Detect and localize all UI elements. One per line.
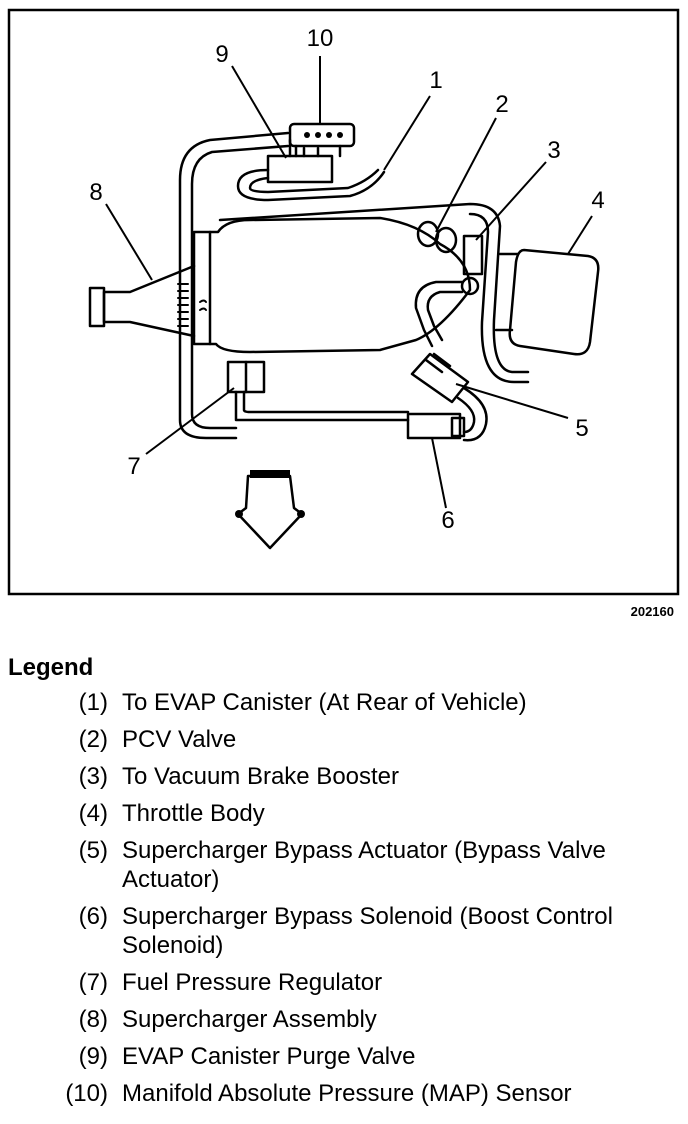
- callout-3: 3: [547, 137, 560, 164]
- legend-item-text: PCV Valve: [122, 726, 237, 753]
- callout-1: 1: [429, 67, 442, 94]
- booster-hose: [414, 280, 464, 348]
- left-vacuum-hose-inner: [190, 144, 290, 430]
- legend-item-number: (9): [78, 1043, 108, 1070]
- leader-1: [383, 95, 431, 171]
- map-sensor-base: [294, 144, 342, 158]
- leader-6: [431, 437, 447, 509]
- right-top-hose: [218, 202, 530, 374]
- bypass-actuator: [410, 352, 470, 404]
- purge-valve-ports: [288, 138, 320, 158]
- legend-item-text: To EVAP Canister (At Rear of Vehicle): [122, 689, 527, 716]
- booster-hose-inner: [426, 290, 464, 342]
- legend-item-text: Supercharger Bypass Solenoid (Boost Cont…: [122, 903, 613, 959]
- legend-item-number: (3): [78, 763, 108, 790]
- legend-item: (6) Supercharger Bypass Solenoid (Boost C…: [0, 902, 688, 960]
- legend-title: Legend: [8, 654, 94, 681]
- legend-item: (1) To EVAP Canister (At Rear of Vehicle): [0, 688, 688, 717]
- solenoid-hose-inner: [456, 396, 476, 434]
- pcv-valve-2: [434, 226, 458, 254]
- leader-2: [435, 117, 497, 233]
- pulley-ribs: [177, 283, 189, 327]
- bypass-solenoid: [406, 412, 462, 440]
- legend-item-number: (5): [78, 837, 108, 864]
- callout-9: 9: [215, 41, 228, 68]
- legend-item-text: To Vacuum Brake Booster: [122, 763, 400, 790]
- supercharger-front-cover: [192, 230, 212, 346]
- solenoid-hose: [462, 386, 488, 442]
- legend-item: (9) EVAP Canister Purge Valve: [0, 1042, 688, 1071]
- leader-7: [145, 387, 235, 455]
- left-vacuum-hose: [178, 131, 290, 440]
- legend-item: (4) Throttle Body: [0, 799, 688, 828]
- vacuum-hose-diagram: 1 2 3 4 5 6 7 8 9 10: [7, 8, 680, 596]
- legend-item-number: (4): [78, 800, 108, 827]
- leader-4: [567, 215, 593, 255]
- callout-8: 8: [89, 179, 102, 206]
- bypass-actuator-cap: [424, 352, 452, 374]
- callout-4: 4: [591, 187, 604, 214]
- diagram-frame: [7, 8, 680, 596]
- legend-item-text: Throttle Body: [122, 800, 265, 827]
- leader-5: [455, 383, 569, 419]
- throttle-neck: [494, 252, 520, 332]
- legend-item: (2) PCV Valve: [0, 725, 688, 754]
- legend-item-text: EVAP Canister Purge Valve: [122, 1043, 416, 1070]
- supercharger-pulley: [88, 286, 106, 328]
- evap-hose-inner: [248, 168, 380, 194]
- legend-item-number: (8): [78, 1006, 108, 1033]
- leader-9: [231, 65, 287, 159]
- forward-arrow-bar: [250, 470, 290, 478]
- lower-vacuum-hose: [234, 390, 410, 422]
- supercharger-body: [208, 216, 472, 354]
- callout-2: 2: [495, 91, 508, 118]
- evap-purge-valve: [266, 154, 334, 184]
- legend-item: (3) To Vacuum Brake Booster: [0, 762, 688, 791]
- callout-6: 6: [441, 507, 454, 534]
- forward-arrow-icon: [236, 474, 304, 550]
- leader-3: [475, 161, 547, 241]
- brake-booster-port: [460, 276, 480, 296]
- legend-item-number: (10): [65, 1080, 108, 1107]
- throttle-body: [508, 248, 600, 356]
- legend-item-text: Supercharger Assembly: [122, 1006, 377, 1033]
- evap-hose: [236, 168, 386, 202]
- legend-item: (5) Supercharger Bypass Actuator (Bypass …: [0, 836, 688, 894]
- legend-item: (7) Fuel Pressure Regulator: [0, 968, 688, 997]
- legend-item: (8) Supercharger Assembly: [0, 1005, 688, 1034]
- legend-item-number: (2): [78, 726, 108, 753]
- legend-item-number: (6): [78, 903, 108, 930]
- legend-list: (1) To EVAP Canister (At Rear of Vehicle)…: [0, 688, 688, 1116]
- figure-id: 202160: [630, 604, 674, 619]
- brake-booster-fitting: [462, 234, 484, 276]
- callout-7: 7: [127, 453, 140, 480]
- bypass-solenoid-end: [450, 416, 466, 438]
- legend-item-text: Manifold Absolute Pressure (MAP) Sensor: [122, 1080, 572, 1107]
- legend-item-number: (7): [78, 969, 108, 996]
- cover-bolts: [199, 299, 207, 311]
- legend-item-number: (1): [78, 689, 108, 716]
- callout-10: 10: [307, 25, 334, 52]
- map-pin-2: [315, 132, 321, 138]
- legend-item-text: Fuel Pressure Regulator: [122, 969, 383, 996]
- legend-item: (10) Manifold Absolute Pressure (MAP) Sen…: [0, 1079, 688, 1108]
- map-pin-4: [337, 132, 343, 138]
- map-pin-1: [304, 132, 310, 138]
- leader-8: [105, 203, 153, 281]
- legend-item-text: Supercharger Bypass Actuator (Bypass Val…: [122, 837, 606, 893]
- right-top-hose-inner: [468, 212, 530, 384]
- callout-5: 5: [575, 415, 588, 442]
- map-sensor: [288, 122, 356, 148]
- map-pin-3: [326, 132, 332, 138]
